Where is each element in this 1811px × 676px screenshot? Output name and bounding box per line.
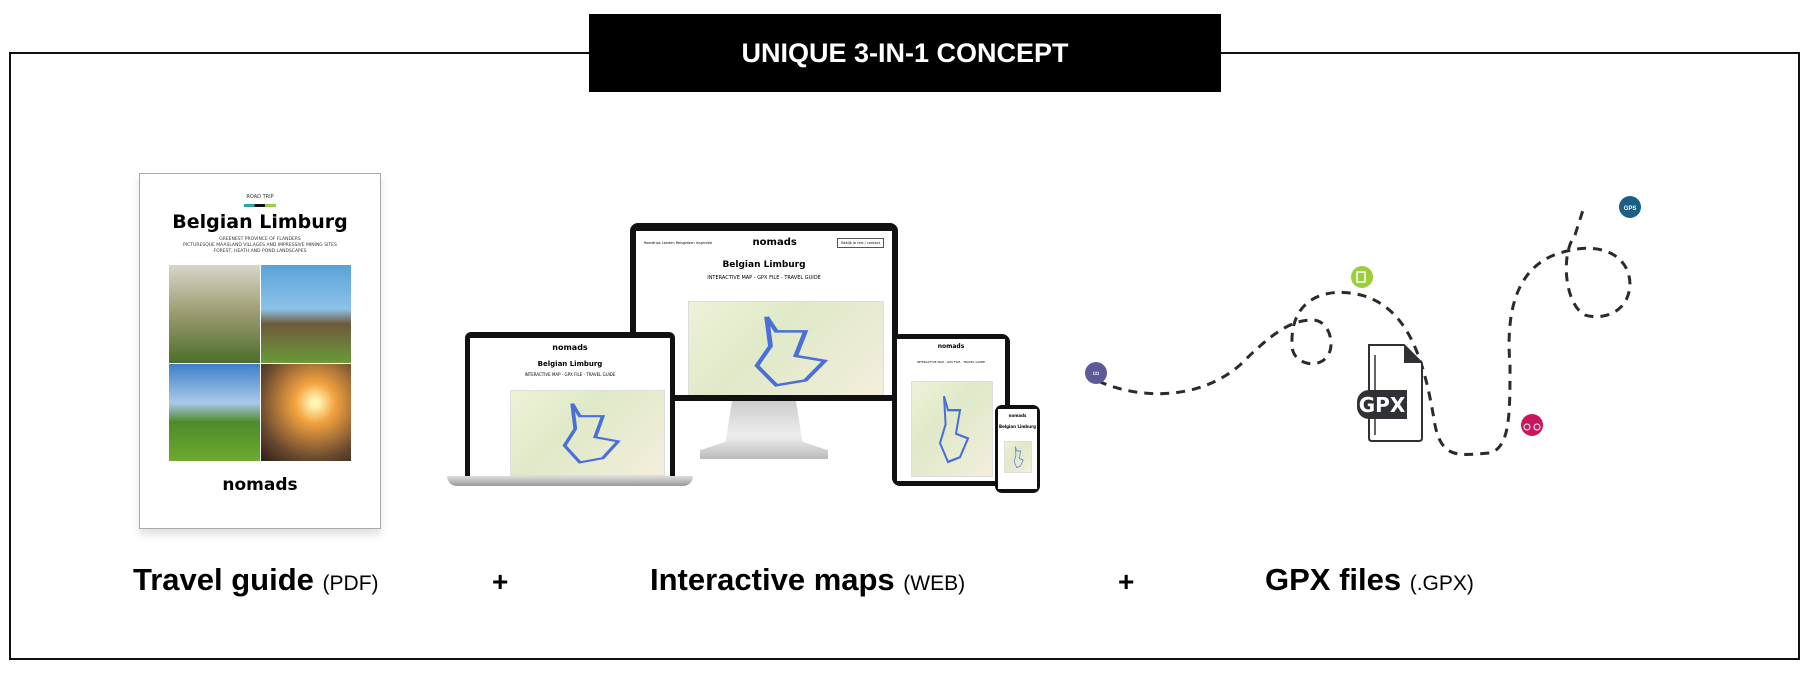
- phone-screen: nomads Belgian Limburg: [998, 409, 1037, 489]
- map-route: [1013, 446, 1024, 468]
- label-interactive-maps: Interactive maps (WEB): [650, 562, 966, 597]
- label-travel-guide: Travel guide (PDF): [133, 562, 379, 597]
- cta-button[interactable]: Bekijk je reis / contact: [837, 237, 884, 248]
- plus-sign: +: [492, 566, 509, 597]
- gps-pin-label: GPS: [1624, 206, 1637, 212]
- interactive-map[interactable]: [688, 301, 884, 395]
- site-logo: nomads: [552, 343, 588, 352]
- page-subtitle: INTERACTIVE MAP - GPX FILE - TRAVEL GUID…: [707, 275, 821, 281]
- page-title: Belgian Limburg: [999, 424, 1036, 429]
- laptop-base: [447, 476, 693, 486]
- gpx-file-label: GPX: [1359, 393, 1406, 417]
- page-title: Belgian Limburg: [722, 260, 806, 270]
- cover-subtitle-line: GREENEST PROVINCE OF FLANDERS: [219, 237, 301, 242]
- section-title: UNIQUE 3-IN-1 CONCEPT: [589, 14, 1221, 92]
- plus-sign: +: [1118, 566, 1135, 597]
- gpx-file-icon: GPX: [1357, 344, 1423, 442]
- cover-subtitle-line: FOREST, HEATH AND POND LANDSCAPES: [213, 249, 307, 254]
- cover-logo: nomads: [222, 475, 298, 495]
- phone: nomads Belgian Limburg: [995, 405, 1040, 493]
- gpx-route-illustration: ∞ GPS GPX: [1085, 196, 1641, 456]
- svg-text:∞: ∞: [1093, 368, 1099, 378]
- photo-windmill: [260, 265, 351, 363]
- desktop-screen: Roadtrips Landen Reisgidsen Inspiratie n…: [636, 231, 892, 395]
- tablet: nomads INTERACTIVE MAP - GPX FILE - TRAV…: [892, 334, 1010, 486]
- laptop: nomads Belgian Limburg INTERACTIVE MAP -…: [465, 332, 675, 476]
- cover-subtitle-line: PICTURESQUE MAASLAND VILLAGES AND IMPRES…: [183, 243, 337, 248]
- hiking-boot-pin: [1351, 266, 1373, 288]
- dashed-route: [1097, 206, 1632, 456]
- site-logo: nomads: [937, 343, 965, 350]
- page-title: Belgian Limburg: [537, 360, 603, 368]
- cover-color-bar: [244, 204, 276, 207]
- interactive-map[interactable]: [1004, 441, 1032, 473]
- nav-links[interactable]: Roadtrips Landen Reisgidsen Inspiratie: [644, 240, 713, 245]
- map-route: [938, 395, 970, 464]
- cover-photo-grid: [169, 265, 351, 461]
- interactive-map[interactable]: [911, 381, 993, 477]
- cover-subtitle: GREENEST PROVINCE OF FLANDERS PICTURESQU…: [140, 237, 380, 255]
- interactive-map[interactable]: [510, 390, 665, 476]
- gps-pin: GPS: [1619, 196, 1641, 218]
- travel-guide-cover: ROAD TRIP Belgian Limburg GREENEST PROVI…: [139, 173, 381, 529]
- bicycle-pin: [1521, 414, 1543, 436]
- site-logo: nomads: [1008, 413, 1027, 418]
- tablet-screen: nomads INTERACTIVE MAP - GPX FILE - TRAV…: [897, 339, 1005, 481]
- page-subtitle: INTERACTIVE MAP - GPX FILE - TRAVEL GUID…: [524, 372, 616, 377]
- cover-title: Belgian Limburg: [172, 211, 348, 233]
- photo-tower-sunset: [260, 363, 351, 461]
- page-subtitle: INTERACTIVE MAP - GPX FILE - TRAVEL GUID…: [916, 360, 986, 364]
- cover-kicker: ROAD TRIP: [246, 194, 274, 200]
- desktop-monitor: Roadtrips Landen Reisgidsen Inspiratie n…: [630, 223, 898, 401]
- map-route: [754, 316, 829, 387]
- site-logo: nomads: [752, 237, 797, 248]
- label-gpx-files: GPX files (.GPX): [1265, 562, 1474, 597]
- binoculars-pin: ∞: [1085, 362, 1107, 384]
- laptop-screen: nomads Belgian Limburg INTERACTIVE MAP -…: [470, 338, 670, 476]
- photo-orchard: [169, 265, 260, 363]
- photo-hills: [169, 363, 260, 461]
- map-route: [562, 403, 621, 464]
